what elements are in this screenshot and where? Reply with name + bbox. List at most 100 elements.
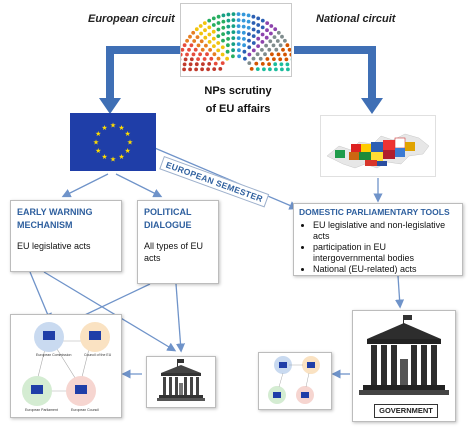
political-dialogue-text-1: All types of EU — [144, 241, 204, 251]
hemicycle-seat — [205, 52, 209, 57]
government-label: GOVERNMENT — [374, 404, 438, 418]
eu-star-icon: ★ — [101, 153, 107, 161]
hemicycle-seat — [278, 57, 283, 62]
hemicycle-seat — [276, 30, 281, 35]
hemicycle-seat — [216, 34, 221, 38]
hemicycle-seat — [286, 67, 290, 72]
hemicycle-seat — [251, 56, 256, 61]
hemicycle-seat — [212, 67, 217, 71]
eu-institutions-small-icon — [258, 352, 332, 410]
hemicycle-seat — [220, 52, 225, 57]
hemicycle-seat — [231, 42, 236, 46]
hemicycle-seat — [182, 67, 186, 72]
arrow-ewm-to-eu-inst — [29, 271, 52, 323]
hemicycle-seat — [216, 56, 221, 61]
hemicycle-seat — [256, 16, 261, 21]
hemicycle-seat — [287, 47, 292, 52]
eu-inst-commission-label: European Commission — [36, 353, 71, 357]
hemicycle-seat — [246, 25, 251, 30]
hemicycle-seat — [241, 18, 246, 23]
hemicycle-seat — [207, 40, 212, 44]
hemicycle-seat — [285, 62, 290, 67]
hemicycle-seat — [258, 56, 263, 61]
hemicycle-seat — [198, 52, 202, 57]
hemicycle-seat — [251, 48, 256, 53]
hemicycle-seat — [194, 62, 199, 67]
hemicycle-seat — [255, 67, 260, 71]
european-circuit-arrow — [106, 46, 182, 100]
hemicycle-seat — [256, 36, 261, 41]
hemicycle-seat — [274, 67, 278, 72]
center-title: NPs scrutiny of EU affairs — [196, 82, 280, 118]
domestic-tools-item: participation in EU intergovernmental bo… — [313, 242, 457, 263]
hemicycle-seat — [236, 30, 241, 34]
hemicycle-seat — [225, 56, 229, 61]
hemicycle-seat — [207, 18, 212, 23]
hemicycle-seat — [226, 18, 231, 23]
hemicycle-seat — [265, 28, 269, 33]
hemicycle-seat — [247, 61, 252, 65]
europe-map-icon — [320, 115, 436, 177]
hemicycle-seat — [231, 24, 236, 28]
early-warning-box: EARLY WARNING MECHANISM EU legislative a… — [10, 200, 122, 272]
hemicycle-seat — [193, 47, 198, 52]
political-dialogue-title-1: POLITICAL — [144, 207, 192, 217]
hemicycle-seat — [226, 30, 231, 35]
european-circuit-arrowhead — [99, 98, 121, 114]
hemicycle-seat — [225, 49, 230, 54]
arrow-flag-to-ewm — [61, 173, 109, 198]
hemicycle-seat — [256, 23, 261, 27]
hemicycle-seat — [267, 62, 271, 66]
hemicycle-seat — [200, 67, 204, 72]
hemicycle-seat — [260, 32, 265, 37]
arrow-ewm-to-parliament — [43, 271, 177, 352]
hemicycle-seat — [247, 38, 251, 43]
hemicycle-seat — [267, 47, 272, 52]
hemicycle-seat — [213, 61, 218, 66]
hemicycle-seat — [279, 62, 284, 67]
hemicycle-seat — [207, 25, 212, 30]
hemicycle-seat — [206, 67, 210, 72]
hemicycle-seat — [226, 24, 231, 29]
hemicycle-seat — [204, 43, 208, 48]
hemicycle-icon — [176, 3, 296, 77]
domestic-tools-list: EU legislative and non-legislative acts … — [299, 220, 457, 275]
hemicycle-seat — [268, 67, 272, 72]
domestic-tools-item: National (EU-related) acts — [313, 264, 457, 275]
eu-star-icon: ★ — [110, 156, 116, 164]
hemicycle-seat — [187, 47, 191, 52]
hemicycle-seat — [236, 18, 241, 22]
hemicycle-seat — [280, 67, 284, 72]
hemicycle-seat — [231, 18, 236, 22]
domestic-tools-item: EU legislative and non-legislative acts — [313, 220, 457, 241]
hemicycle-seat — [226, 43, 230, 48]
hemicycle-seat — [247, 52, 252, 57]
hemicycle-seat — [241, 24, 246, 29]
hemicycle-seat — [180, 47, 185, 52]
hemicycle-seat — [200, 47, 205, 52]
political-dialogue-title-2: DIALOGUE — [144, 220, 192, 230]
hemicycle-seat — [226, 37, 230, 41]
hemicycle-seat — [249, 67, 254, 71]
hemicycle-seat — [246, 19, 251, 24]
hemicycle-seat — [271, 43, 276, 48]
hemicycle-seat — [218, 67, 223, 71]
hemicycle-seat — [241, 12, 246, 17]
hemicycle-seat — [283, 52, 287, 57]
european-circuit-label: European circuit — [88, 13, 175, 25]
hemicycle-seat — [281, 47, 285, 52]
hemicycle-seat — [272, 57, 276, 61]
national-circuit-arrow — [294, 46, 376, 100]
hemicycle-seat — [211, 36, 216, 41]
political-dialogue-text-2: acts — [144, 253, 161, 263]
hemicycle-seat — [189, 57, 194, 62]
hemicycle-seat — [278, 43, 283, 48]
hemicycle-seat — [221, 38, 225, 43]
hemicycle-seat — [221, 32, 225, 36]
hemicycle-seat — [264, 35, 269, 40]
hemicycle-seat — [231, 30, 236, 34]
hemicycle-seat — [236, 42, 241, 46]
hemicycle-seat — [231, 36, 236, 40]
hemicycle-seat — [251, 34, 256, 38]
hemicycle-seat — [251, 27, 256, 32]
